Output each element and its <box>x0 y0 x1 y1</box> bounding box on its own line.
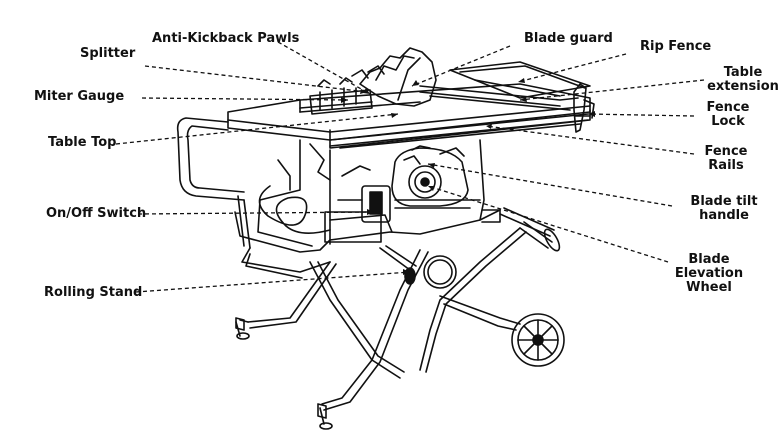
label-table-extension-line-2: extension <box>707 79 779 94</box>
frame-handles <box>176 117 561 252</box>
leader-table-extension <box>519 79 705 101</box>
label-miter-gauge: Miter Gauge <box>34 89 125 104</box>
leader-blade-tilt-handle <box>427 163 673 207</box>
label-blade-tilt-handle-line-2: handle <box>699 208 749 223</box>
label-table-extension-line-1: Table <box>723 65 763 80</box>
rip-fence-part <box>419 85 579 111</box>
leader-rolling-stand <box>135 271 411 293</box>
label-fence-rails-line-2: Rails <box>708 158 744 173</box>
label-fence-lock-line-2: Lock <box>711 114 745 129</box>
label-rolling-stand: Rolling Stand <box>44 285 143 300</box>
leader-fence-rails <box>485 125 695 155</box>
miter-gauge-part <box>299 77 373 115</box>
label-blade-elevation-wheel-line-2: Elevation <box>674 266 744 281</box>
blade-controls <box>391 145 469 207</box>
label-rip-fence: Rip Fence <box>640 39 712 54</box>
label-blade-tilt-handle: Blade tilt handle <box>678 195 770 223</box>
leader-splitter <box>144 65 368 93</box>
leader-rip-fence <box>517 53 627 83</box>
saw-base <box>234 139 501 253</box>
leader-anti-kickback-pawls <box>277 41 371 95</box>
leader-miter-gauge <box>141 97 349 101</box>
stand-wheels <box>404 255 565 367</box>
label-table-top: Table Top <box>48 135 117 150</box>
label-table-extension: Table extension <box>706 66 780 94</box>
label-fence-lock-line-1: Fence <box>706 100 750 115</box>
power-cord <box>258 185 331 234</box>
label-blade-elevation-wheel-line-3: Wheel <box>686 280 732 295</box>
leader-table-top <box>115 113 399 145</box>
table-extension-part <box>449 61 591 99</box>
label-splitter: Splitter <box>80 46 136 61</box>
label-fence-rails: Fence Rails <box>696 145 756 173</box>
leader-lines <box>115 41 705 293</box>
leader-blade-guard <box>411 45 511 87</box>
leader-fence-lock <box>587 113 695 117</box>
label-fence-rails-line-1: Fence <box>704 144 748 159</box>
leader-arrowheads <box>341 78 595 275</box>
label-blade-elevation-wheel: Blade Elevation Wheel <box>668 253 750 295</box>
on-off-switch-part <box>337 185 391 223</box>
cord-hook <box>277 159 291 191</box>
label-blade-elevation-wheel-line-1: Blade <box>688 252 730 267</box>
leader-on-off-switch <box>137 211 375 215</box>
rolling-stand-frame <box>235 221 553 430</box>
label-anti-kickback-pawls: Anti-Kickback Pawls <box>152 31 300 46</box>
label-blade-tilt-handle-line-1: Blade tilt <box>690 194 758 209</box>
label-on-off-switch: On/Off Switch <box>46 206 147 221</box>
label-fence-lock: Fence Lock <box>696 101 760 129</box>
label-blade-guard: Blade guard <box>524 31 613 46</box>
blade-guard-part <box>351 47 437 107</box>
